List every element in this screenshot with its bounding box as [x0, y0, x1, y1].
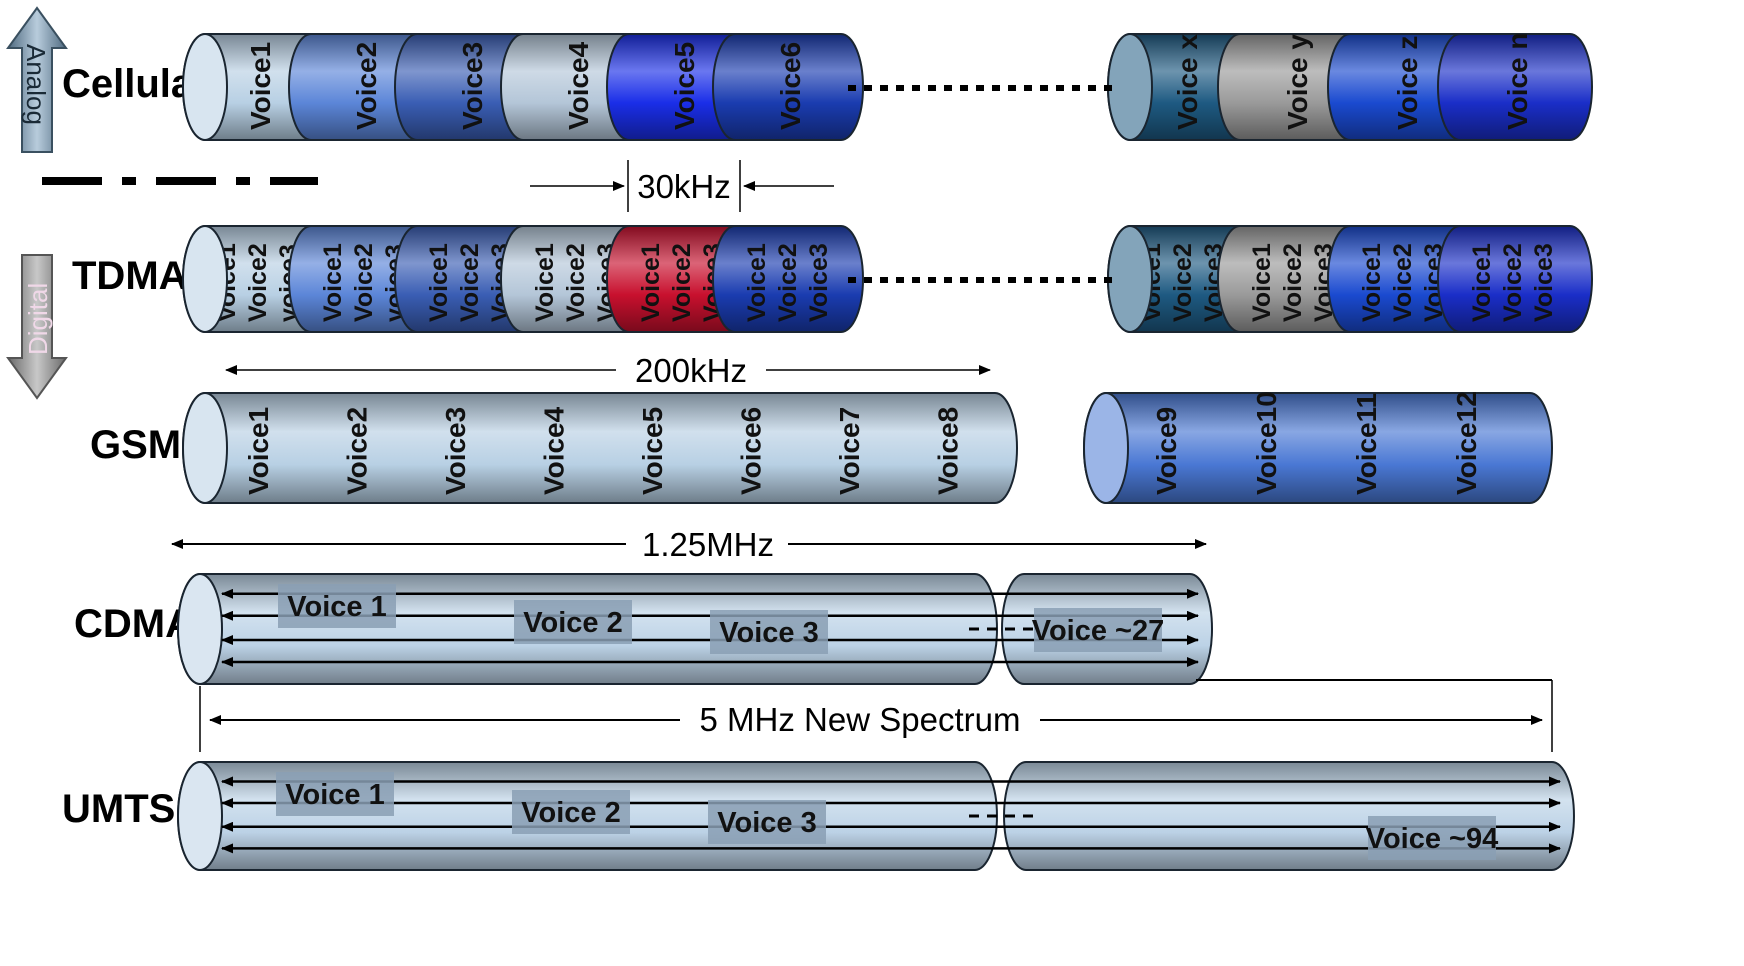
voice-code-box [1034, 608, 1162, 652]
voice-channel: Voice6 [712, 33, 864, 141]
gsm-voice-label: Voice3 [440, 407, 471, 495]
dimension-1-25mhz: 1.25MHz [171, 526, 1207, 563]
tdma-timeslot-label: Voice1 [1358, 243, 1386, 322]
gsm-voice-label: Voice7 [834, 407, 865, 495]
tdma-timeslot-label: Voice2 [350, 243, 378, 322]
pipe-end-cap [1107, 33, 1153, 141]
voice-code-label: Voice 2 [521, 797, 620, 829]
gsm-voice-label: Voice12 [1451, 391, 1482, 495]
tdma-timeslot-label: Voice2 [1499, 243, 1527, 322]
tdma-timeslot-label: Voice2 [562, 243, 590, 322]
row-label-cdma: CDMA [74, 602, 194, 646]
dimension-5mhz-label: 5 MHz New Spectrum [700, 701, 1021, 738]
gsm-voice-label: Voice6 [736, 407, 767, 495]
gsm-voice-label: Voice9 [1151, 407, 1182, 495]
gsm-voice-label: Voice8 [933, 407, 964, 495]
digital-arrow-icon: Digital [6, 254, 68, 400]
voice-channel-label: Voice x [1172, 34, 1203, 130]
tdma-timeslot-label: Voice3 [1530, 243, 1558, 322]
pipe-end-cap [177, 573, 223, 685]
voice-channel-label: Voice2 [351, 42, 382, 130]
analog-arrow-icon: Analog [6, 6, 68, 153]
tdma-timeslot-label: Voice1 [637, 243, 665, 322]
dimension-200khz-label: 200kHz [635, 352, 747, 389]
tdma-timeslot-label: Voice1 [425, 243, 453, 322]
voice-code-label: Voice ~94 [1366, 823, 1498, 855]
tdma-right-pipe: Voice1Voice2Voice3Voice1Voice2Voice3Voic… [1107, 225, 1593, 333]
umts-pipe: Voice 1 Voice 2 Voice 3 Voice ~94 [177, 761, 1575, 871]
voice-code-label: Voice 1 [285, 779, 384, 811]
voice-code-box [1368, 816, 1496, 860]
voice-channel-label: Voice y [1282, 34, 1313, 130]
voice-channel-label: Voice4 [563, 41, 594, 130]
tdma-timeslot-label: Voice1 [1468, 243, 1496, 322]
voice-channel-label: Voice z [1392, 36, 1423, 130]
gsm-voice-label: Voice10 [1251, 391, 1282, 495]
tdma-timeslot-label: Voice2 [456, 243, 484, 322]
row-label-gsm: GSM [90, 423, 181, 467]
analog-label: Analog [21, 44, 51, 125]
gsm-voice-label: Voice5 [637, 407, 668, 495]
cellular-left-pipe: Voice1 Voice2 Voice3 Voice4 Voice5 Voice6 [182, 33, 864, 141]
dimension-5mhz: 5 MHz New Spectrum [199, 679, 1553, 752]
voice-code-label: Voice 3 [717, 807, 816, 839]
gsm-voice-label: Voice2 [342, 407, 373, 495]
gsm-carrier-right: Voice9 Voice10 Voice11 Voice12 [1083, 391, 1553, 504]
voice-code-label: Voice ~27 [1032, 615, 1164, 647]
gsm-left-pipe: Voice1 Voice2 Voice3 Voice4 Voice5 Voice6 Voic… [182, 392, 1018, 504]
digital-label: Digital [23, 283, 53, 355]
voice-channel-label: Voice6 [775, 42, 806, 130]
voice-code-label: Voice 1 [287, 591, 386, 623]
voice-channel: Voice n [1437, 32, 1593, 141]
pipe-end-cap [177, 761, 223, 871]
tdma-timeslot-label: Voice2 [1279, 243, 1307, 322]
gsm-carrier-left: Voice1 Voice2 Voice3 Voice4 Voice5 Voice6 Voic… [182, 392, 1018, 504]
dimension-200khz: 200kHz [225, 352, 991, 389]
voice-channel-label: Voice3 [457, 42, 488, 130]
pipe-end-cap [182, 225, 228, 333]
tdma-timeslot-label: Voice2 [1169, 243, 1197, 322]
tdma-timeslot-label: Voice1 [319, 243, 347, 322]
pipe-end-cap [182, 33, 228, 141]
tdma-timeslot-label: Voice2 [668, 243, 696, 322]
voice-code-label: Voice 3 [719, 617, 818, 649]
row-label-tdma: TDMA [72, 254, 188, 298]
voice-channel-label: Voice1 [245, 42, 276, 130]
tdma-timeslot-label: Voice1 [1248, 243, 1276, 322]
voice-channel-label: Voice n [1502, 32, 1533, 130]
voice-code-box [278, 584, 396, 628]
voice-channel-label: Voice5 [669, 42, 700, 130]
cellular-right-pipe: Voice x Voice y Voice z Voice n [1107, 32, 1593, 141]
tdma-timeslot-label: Voice1 [743, 243, 771, 322]
tdma-timeslot-label: Voice3 [805, 243, 833, 322]
gsm-voice-label: Voice11 [1351, 393, 1382, 495]
row-label-umts: UMTS [62, 787, 175, 831]
voice-code-box [708, 800, 826, 844]
tdma-timeslot-label: Voice2 [1389, 243, 1417, 322]
cdma-pipe: Voice 1 Voice 2 Voice 3 Voice ~27 [177, 573, 1213, 685]
pipe-end-cap [1083, 392, 1129, 504]
gsm-right-pipe: Voice9 Voice10 Voice11 Voice12 [1083, 391, 1553, 504]
pipe-end-cap [182, 392, 228, 504]
voice-code-box [710, 610, 828, 654]
dimension-30khz: 30kHz [530, 160, 834, 212]
dimension-1-25mhz-label: 1.25MHz [642, 526, 774, 563]
pipe-end-cap [1107, 225, 1153, 333]
gsm-voice-label: Voice1 [243, 407, 274, 495]
tdma-timeslot-label: Voice2 [774, 243, 802, 322]
voice-code-label: Voice 2 [523, 607, 622, 639]
tdma-timeslot-label: Voice1 [531, 243, 559, 322]
tdma-left-pipe: Voice1Voice2voice3Voice1Voice2voice3Voic… [182, 225, 864, 333]
voice-code-box [514, 600, 632, 644]
dimension-30khz-label: 30kHz [637, 168, 731, 205]
gsm-voice-label: Voice4 [539, 406, 570, 495]
voice-code-box [276, 772, 394, 816]
voice-code-box [512, 790, 630, 834]
tdma-timeslot-label: Voice2 [244, 243, 272, 322]
